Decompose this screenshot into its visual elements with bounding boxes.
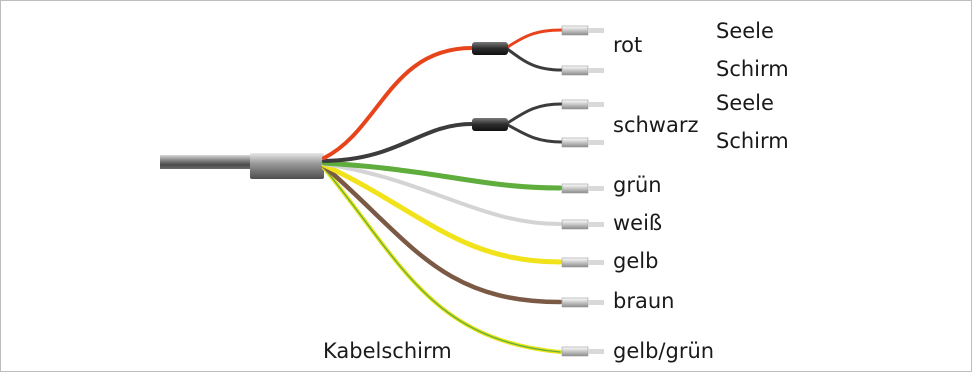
split-sleeve-schwarz	[472, 118, 508, 131]
label-rot-seele: Seele	[716, 19, 774, 43]
wire-rot	[322, 46, 474, 160]
wire-weiss	[322, 162, 562, 226]
label-schwarz-seele: Seele	[716, 91, 774, 115]
split-sleeve-rot	[472, 42, 508, 55]
wire-rot-schirm	[504, 46, 564, 72]
wire-gruen	[321, 160, 563, 191]
wire-schwarz	[322, 122, 474, 163]
label-rot: rot	[613, 33, 642, 57]
wire-gelbgruen-stripe	[323, 167, 561, 353]
wire-gelb	[321, 162, 563, 265]
cable-sleeve	[250, 153, 324, 179]
label-gruen: grün	[613, 173, 662, 197]
label-gelb: gelb	[613, 249, 658, 273]
label-rot-schirm: Schirm	[716, 57, 789, 81]
wire-rot-seele	[504, 28, 564, 50]
ferrules	[561, 25, 604, 357]
label-gelbgruen: gelb/grün	[613, 339, 714, 363]
label-braun: braun	[613, 289, 674, 313]
label-schwarz-schirm: Schirm	[716, 129, 789, 153]
wire-schwarz-schirm	[504, 122, 564, 144]
wire-schwarz-seele	[504, 102, 564, 126]
label-schwarz: schwarz	[613, 113, 699, 137]
label-weiss: weiß	[613, 211, 662, 235]
wire-braun	[321, 163, 563, 305]
cable-jacket	[160, 155, 252, 169]
label-kabelschirm: Kabelschirm	[323, 339, 452, 363]
